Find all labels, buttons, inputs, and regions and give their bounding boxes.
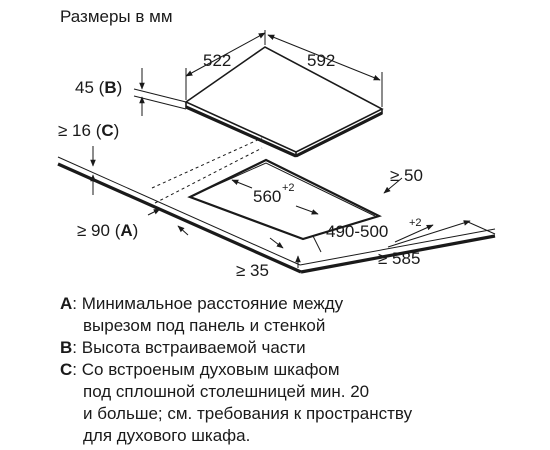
- note-c-line-4: для духового шкафа.: [83, 426, 251, 445]
- projection-dash-2: [154, 147, 263, 204]
- dim-cutout-depth-arrow-right: [295, 205, 319, 215]
- dim-width-line: [267, 34, 381, 81]
- dim-depth-line: [185, 32, 266, 77]
- note-a: A: Минимальное расстояние между: [60, 294, 344, 313]
- note-c-key: C: [60, 360, 73, 379]
- dim-cutout-depth-tolerance: +2: [282, 182, 295, 194]
- dim-cutout-depth-label: 560: [253, 187, 281, 206]
- note-b-key: B: [60, 338, 73, 357]
- dim-cutout-width-tolerance: +2: [409, 217, 422, 229]
- dim-cutout-depth-arrow-left: [231, 179, 253, 189]
- dim-a-arrow-left: [147, 208, 161, 216]
- note-c-line-1: Со встроеным духовым шкафом: [81, 360, 340, 379]
- dim-front-gap-label: ≥ 35: [236, 261, 269, 280]
- dim-front-gap: ≥ 35: [236, 237, 301, 280]
- legend-notes: A: Минимальное расстояние между вырезом …: [60, 293, 540, 447]
- note-b-line-1: Высота встраиваемой части: [81, 338, 306, 357]
- dim-width-label: 592: [307, 51, 335, 70]
- projection-dash-1: [151, 137, 263, 189]
- dim-cutout-width-label: 490-500: [326, 222, 388, 241]
- dim-cutout-width-arrow: [394, 224, 434, 243]
- dim-a: ≥ 90 (A): [77, 208, 189, 240]
- dim-worktop-depth-label: ≥ 585: [378, 249, 420, 268]
- dim-c: ≥ 16 (C): [58, 121, 119, 195]
- worktop-right-edge: [300, 234, 496, 274]
- hob-size-dimensions: 522 592: [185, 30, 383, 107]
- dim-b-label: 45 (B): [75, 78, 122, 97]
- dim-b: 45 (B): [75, 68, 187, 116]
- note-b: B: Высота встраиваемой части: [60, 338, 306, 357]
- note-a-line-1: Минимальное расстояние между: [81, 294, 344, 313]
- note-c-line-3: и больше; см. требования к пространству: [83, 404, 413, 423]
- dim-cutout-width: 490-500 +2: [312, 217, 434, 253]
- dim-a-label: ≥ 90 (A): [77, 221, 138, 240]
- dim-worktop-depth-arrow: [387, 220, 471, 248]
- dim-cutout-width-extension: [312, 235, 322, 253]
- dim-rear-gap-label: ≥ 50: [390, 166, 423, 185]
- diagram-title: Размеры в мм: [60, 7, 173, 26]
- worktop-top-back-edge: [57, 156, 301, 266]
- dim-rear-gap-arrow: [383, 177, 403, 194]
- worktop-right-top-edge: [299, 228, 496, 266]
- cutout-inner-edge: [193, 162, 376, 217]
- dim-depth-label: 522: [203, 51, 231, 70]
- note-a-line-2: вырезом под панель и стенкой: [83, 316, 326, 335]
- dim-worktop-depth-extension: [467, 221, 496, 235]
- dim-rear-gap: ≥ 50: [383, 166, 423, 194]
- note-c-line-2: под сплошной столешницей мин. 20: [83, 382, 370, 401]
- dim-a-arrow-right: [177, 225, 189, 236]
- hob-right-edge: [295, 111, 383, 158]
- note-c: C: Со встроеным духовым шкафом: [60, 360, 340, 379]
- dim-cutout-depth: 560 +2: [231, 179, 319, 215]
- dim-b-extension-top: [133, 88, 187, 103]
- worktop-front-edge: [57, 162, 302, 274]
- note-a-key: A: [60, 294, 73, 313]
- dim-worktop-depth: ≥ 585: [378, 220, 496, 268]
- dim-c-label: ≥ 16 (C): [58, 121, 119, 140]
- dim-front-gap-arrow-top: [269, 237, 284, 249]
- hob-front-edge: [185, 105, 297, 158]
